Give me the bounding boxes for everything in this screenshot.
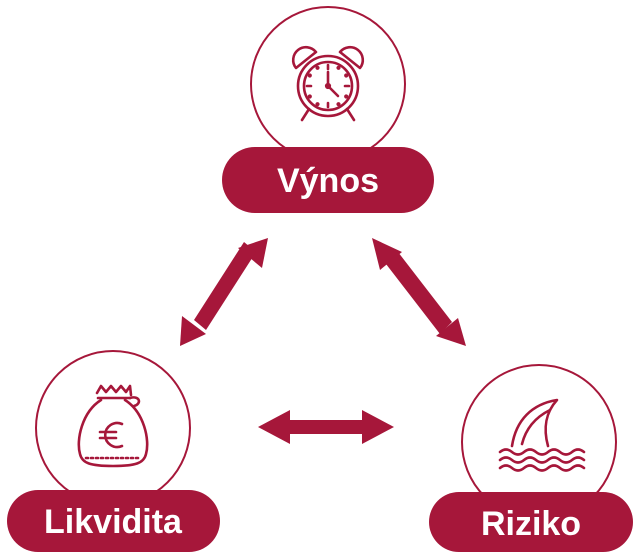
node-likvidita-label: Likvidita — [44, 503, 183, 541]
node-likvidita: Likvidita — [7, 350, 220, 552]
node-riziko: Riziko — [429, 364, 633, 552]
shark-fin-icon — [498, 398, 586, 472]
euro-money-bag-icon — [77, 384, 149, 468]
arrow-likvidita-riziko — [258, 410, 394, 444]
arrow-vynos-riziko — [372, 238, 466, 346]
arrow-vynos-likvidita — [180, 238, 268, 346]
node-vynos-pill — [222, 147, 434, 213]
node-riziko-pill — [429, 492, 633, 552]
node-vynos-label: Výnos — [277, 162, 379, 200]
node-likvidita-circle — [35, 350, 191, 506]
node-riziko-label: Riziko — [481, 505, 581, 543]
alarm-clock-icon — [291, 45, 365, 122]
node-likvidita-pill — [7, 490, 220, 552]
node-vynos: Výnos — [222, 6, 434, 213]
